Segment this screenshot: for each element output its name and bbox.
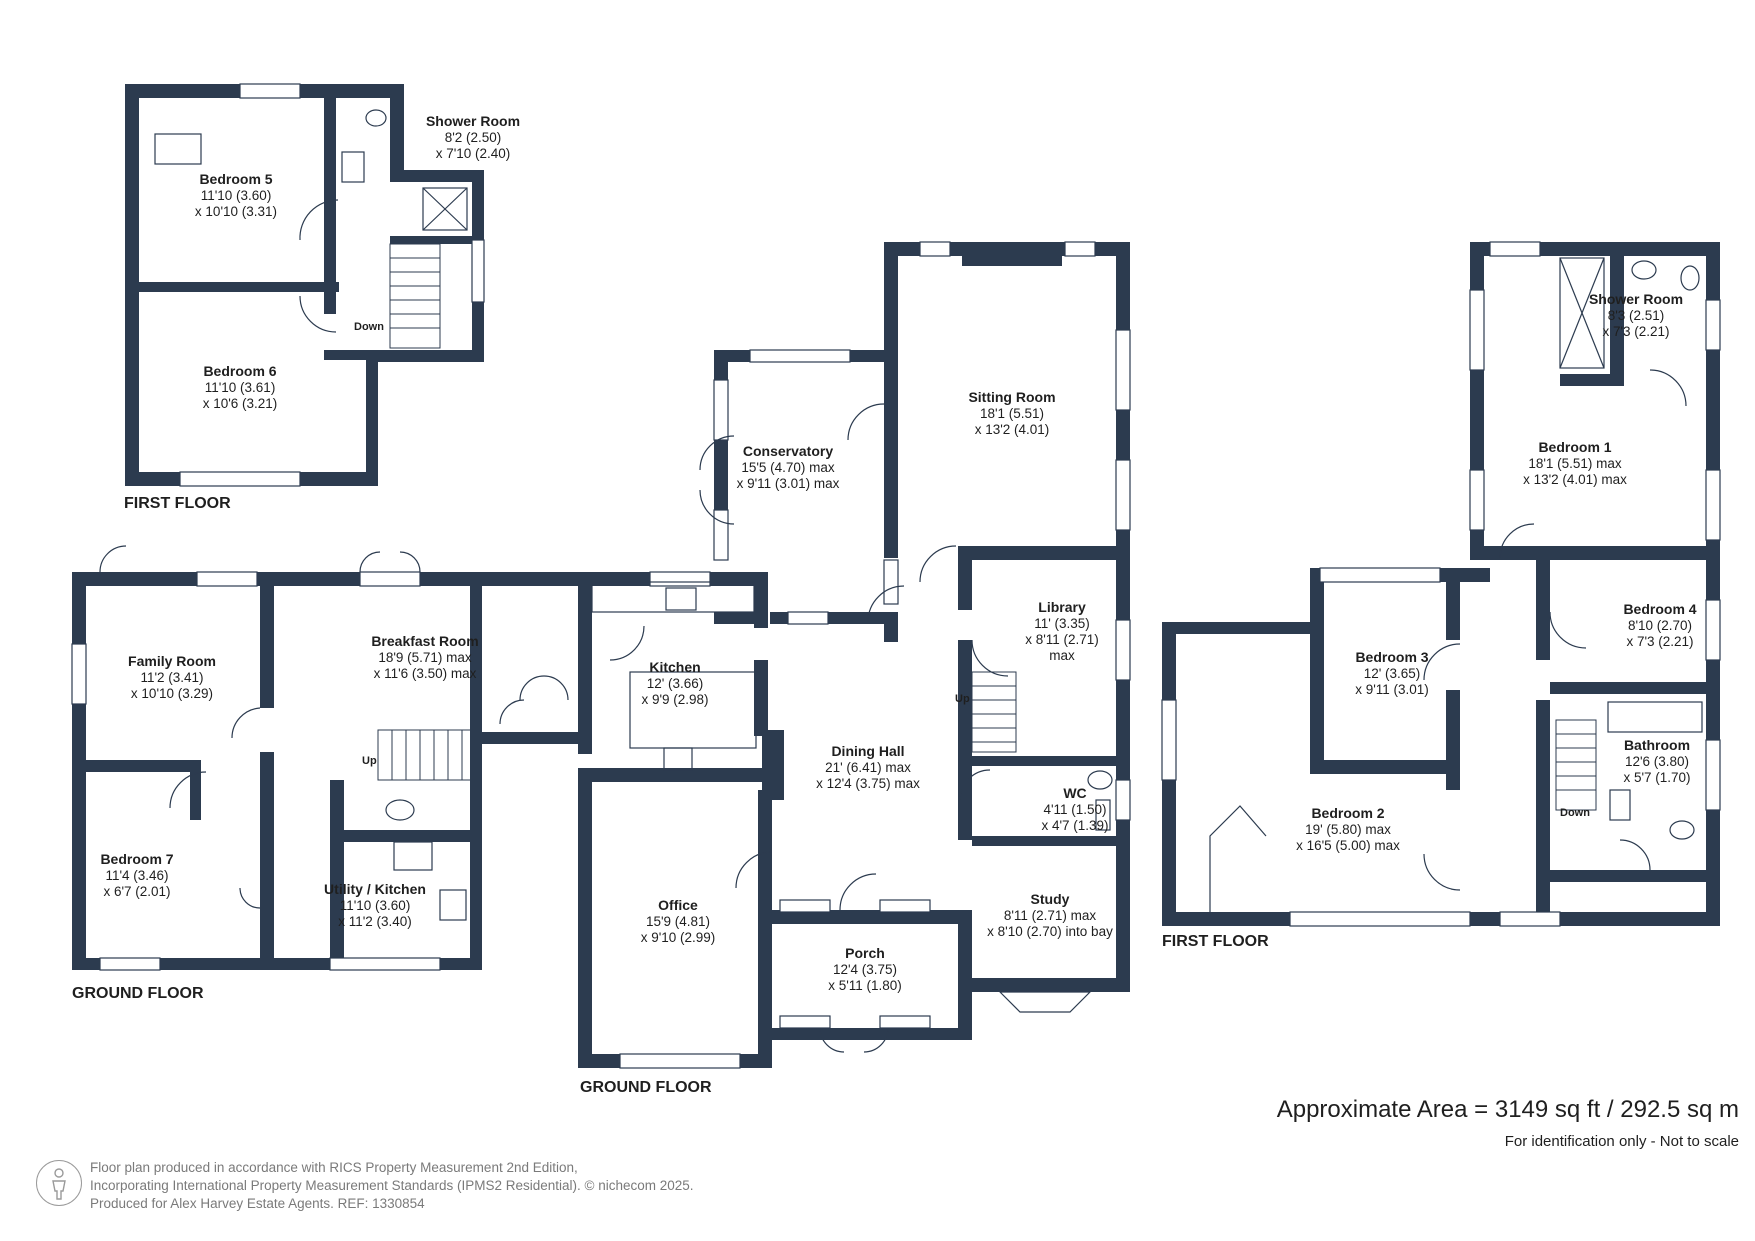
room-name-library: Library bbox=[1038, 599, 1086, 615]
room-name-shower-right: Shower Room bbox=[1589, 291, 1683, 307]
room-dim1-office: 15'9 (4.81) bbox=[646, 914, 710, 929]
person-icon bbox=[36, 1160, 82, 1206]
footer-line-1: Floor plan produced in accordance with R… bbox=[90, 1160, 578, 1175]
stairs-label-ground-up-left: Up bbox=[362, 755, 377, 767]
room-dim2-porch: x 5'11 (1.80) bbox=[828, 978, 902, 993]
footer-notes: Floor plan produced in accordance with R… bbox=[90, 1159, 694, 1213]
room-dim2-kitchen: x 9'9 (2.98) bbox=[641, 692, 708, 707]
room-name-breakfast: Breakfast Room bbox=[371, 633, 478, 649]
room-dim2-wc: x 4'7 (1.39) bbox=[1041, 818, 1108, 833]
room-name-bedroom1: Bedroom 1 bbox=[1538, 439, 1611, 455]
room-dim2-dining: x 12'4 (3.75) max bbox=[816, 776, 920, 791]
room-dim2-office: x 9'10 (2.99) bbox=[641, 930, 716, 945]
ground-floor-center-plan bbox=[519, 241, 1131, 1069]
floor-label-ground-left: GROUND FLOOR bbox=[72, 985, 204, 1002]
stairs-label-ground-up-right: Up bbox=[955, 693, 970, 705]
floor-label-first-right: FIRST FLOOR bbox=[1162, 933, 1269, 950]
room-dim2-bedroom6: x 10'6 (3.21) bbox=[203, 396, 278, 411]
room-name-study: Study bbox=[1031, 891, 1070, 907]
room-dim2-bathroom: x 5'7 (1.70) bbox=[1623, 770, 1690, 785]
scale-note: For identification only - Not to scale bbox=[1504, 1133, 1739, 1150]
room-dim1-bedroom3: 12' (3.65) bbox=[1364, 666, 1421, 681]
first-floor-top-plan bbox=[125, 83, 485, 487]
room-dim2-sitting: x 13'2 (4.01) bbox=[975, 422, 1050, 437]
room-dim3-library: max bbox=[1049, 648, 1075, 663]
room-dim1-bedroom7: 11'4 (3.46) bbox=[105, 868, 168, 883]
footer-line-2: Incorporating International Property Mea… bbox=[90, 1178, 694, 1193]
room-dim2-shower-right: x 7'3 (2.21) bbox=[1602, 324, 1669, 339]
approximate-area: Approximate Area = 3149 sq ft / 292.5 sq… bbox=[1276, 1096, 1739, 1123]
room-name-dining: Dining Hall bbox=[831, 743, 904, 759]
room-dim1-bedroom2: 19' (5.80) max bbox=[1305, 822, 1391, 837]
room-dim1-utility: 11'10 (3.60) bbox=[340, 898, 411, 913]
room-name-bedroom4: Bedroom 4 bbox=[1623, 601, 1696, 617]
room-name-bedroom5: Bedroom 5 bbox=[199, 171, 272, 187]
room-dim2-family: x 10'10 (3.29) bbox=[131, 686, 213, 701]
room-dim2-breakfast: x 11'6 (3.50) max bbox=[374, 666, 477, 681]
room-dim2-library: x 8'11 (2.71) bbox=[1025, 632, 1099, 647]
room-dim1-shower-top: 8'2 (2.50) bbox=[445, 130, 502, 145]
room-name-bedroom7: Bedroom 7 bbox=[100, 851, 173, 867]
room-dim1-wc: 4'11 (1.50) bbox=[1043, 802, 1106, 817]
footer-line-3: Produced for Alex Harvey Estate Agents. … bbox=[90, 1196, 425, 1211]
room-name-bedroom2: Bedroom 2 bbox=[1311, 805, 1384, 821]
room-dim1-shower-right: 8'3 (2.51) bbox=[1608, 308, 1665, 323]
room-dim1-breakfast: 18'9 (5.71) max bbox=[378, 650, 472, 665]
room-labels: Bedroom 5 11'10 (3.60) x 10'10 (3.31) Be… bbox=[72, 113, 1697, 1096]
ground-floor-left-plan bbox=[71, 545, 592, 971]
room-dim2-bedroom1: x 13'2 (4.01) max bbox=[1523, 472, 1627, 487]
room-dim2-conservatory: x 9'11 (3.01) max bbox=[737, 476, 840, 491]
room-name-bedroom6: Bedroom 6 bbox=[203, 363, 276, 379]
room-dim1-bedroom1: 18'1 (5.51) max bbox=[1528, 456, 1622, 471]
room-dim1-dining: 21' (6.41) max bbox=[825, 760, 911, 775]
room-dim1-bedroom5: 11'10 (3.60) bbox=[201, 188, 272, 203]
room-dim2-bedroom3: x 9'11 (3.01) bbox=[1355, 682, 1429, 697]
room-dim1-bedroom4: 8'10 (2.70) bbox=[1628, 618, 1692, 633]
room-dim2-bedroom5: x 10'10 (3.31) bbox=[195, 204, 277, 219]
room-dim1-conservatory: 15'5 (4.70) max bbox=[741, 460, 835, 475]
room-name-bedroom3: Bedroom 3 bbox=[1355, 649, 1428, 665]
room-dim1-sitting: 18'1 (5.51) bbox=[980, 406, 1044, 421]
room-dim2-utility: x 11'2 (3.40) bbox=[338, 914, 412, 929]
room-dim1-study: 8'11 (2.71) max bbox=[1004, 908, 1097, 923]
stairs-label-top-down: Down bbox=[354, 321, 384, 333]
room-dim2-study: x 8'10 (2.70) into bay bbox=[987, 924, 1113, 939]
room-dim2-shower-top: x 7'10 (2.40) bbox=[436, 146, 511, 161]
room-name-sitting: Sitting Room bbox=[968, 389, 1055, 405]
room-name-bathroom: Bathroom bbox=[1624, 737, 1690, 753]
room-name-wc: WC bbox=[1063, 785, 1086, 801]
stairs-label-right-down: Down bbox=[1560, 807, 1590, 819]
floor-label-first-top: FIRST FLOOR bbox=[124, 495, 231, 512]
room-name-utility: Utility / Kitchen bbox=[324, 881, 426, 897]
floor-label-ground-center: GROUND FLOOR bbox=[580, 1079, 712, 1096]
room-dim1-family: 11'2 (3.41) bbox=[140, 670, 203, 685]
room-name-shower-top: Shower Room bbox=[426, 113, 520, 129]
room-name-office: Office bbox=[658, 897, 698, 913]
room-name-conservatory: Conservatory bbox=[743, 443, 833, 459]
first-floor-right-plan bbox=[1161, 241, 1721, 927]
room-name-porch: Porch bbox=[845, 945, 885, 961]
room-dim2-bedroom4: x 7'3 (2.21) bbox=[1626, 634, 1693, 649]
room-dim2-bedroom7: x 6'7 (2.01) bbox=[103, 884, 170, 899]
room-name-kitchen: Kitchen bbox=[649, 659, 700, 675]
room-dim1-bedroom6: 11'10 (3.61) bbox=[205, 380, 276, 395]
room-dim2-bedroom2: x 16'5 (5.00) max bbox=[1296, 838, 1400, 853]
room-dim1-bathroom: 12'6 (3.80) bbox=[1625, 754, 1689, 769]
room-dim1-kitchen: 12' (3.66) bbox=[647, 676, 704, 691]
room-dim1-library: 11' (3.35) bbox=[1034, 616, 1090, 631]
room-dim1-porch: 12'4 (3.75) bbox=[833, 962, 897, 977]
room-name-family: Family Room bbox=[128, 653, 216, 669]
